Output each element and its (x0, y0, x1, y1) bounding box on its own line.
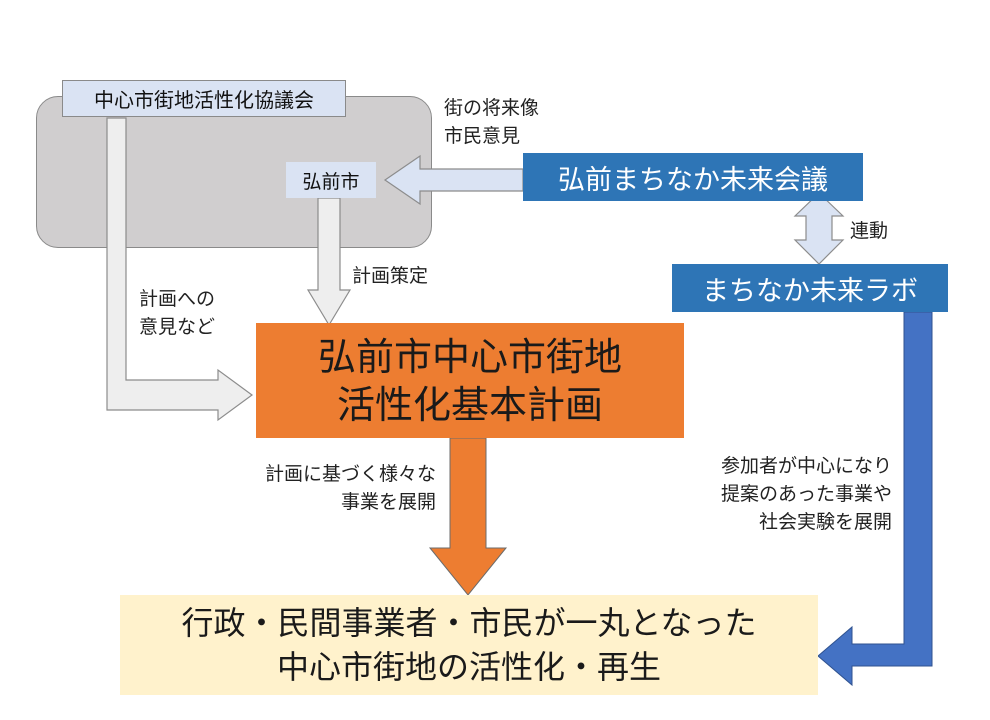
projects-note: 計画に基づく様々な 事業を展開 (264, 463, 436, 513)
city-label: 弘前市 (302, 170, 360, 193)
linkage-double-arrow (793, 192, 845, 265)
basic-plan-box: 弘前市中心市街地 活性化基本計画 (256, 323, 684, 438)
city-to-plan-arrow (306, 197, 352, 327)
lab-projects-note: 参加者が中心になり 提案のあった事業や 社会実験を展開 (720, 455, 892, 533)
future-council-box: 弘前まちなか未来会議 (523, 153, 863, 201)
future-lab-label: まちなか未来ラボ (702, 275, 918, 307)
basic-plan-label: 弘前市中心市街地 活性化基本計画 (317, 334, 622, 427)
plan-opinion-note: 計画への 意見など (139, 288, 216, 338)
goal-box: 行政・民間事業者・市民が一丸となった 中心市街地の活性化・再生 (120, 595, 818, 695)
linkage-note: 連動 (850, 220, 889, 242)
council-label: 中心市街地活性化協議会 (94, 88, 314, 112)
future-council-label: 弘前まちなか未来会議 (558, 164, 828, 196)
council-to-plan-arrow (106, 117, 254, 422)
council-label-box: 中心市街地活性化協議会 (62, 80, 346, 117)
future-lab-box: まちなか未来ラボ (672, 264, 948, 312)
citizen-opinion-note: 街の将来像 市民意見 (444, 97, 540, 147)
plan-to-goal-arrow (428, 437, 508, 596)
plan-making-note: 計画策定 (352, 265, 429, 287)
lab-to-goal-arrow (817, 311, 933, 687)
goal-label: 行政・民間事業者・市民が一丸となった 中心市街地の活性化・再生 (181, 604, 757, 686)
city-box: 弘前市 (286, 162, 376, 198)
future-council-to-city-arrow (383, 154, 524, 206)
